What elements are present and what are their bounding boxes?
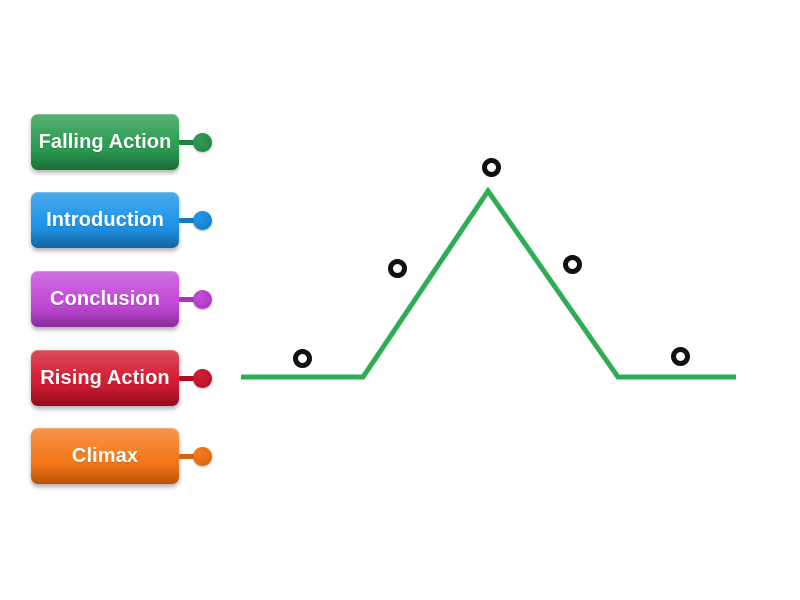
label-chip-text: Rising Action: [40, 367, 170, 389]
target-rising-action[interactable]: [388, 259, 407, 278]
label-chip-connector: [179, 132, 212, 152]
label-chip-text: Climax: [71, 445, 139, 467]
connector-knob-handle[interactable]: [193, 368, 212, 388]
label-chip-body[interactable]: Climax: [31, 428, 179, 484]
label-chip-text: Falling Action: [38, 131, 172, 153]
target-conclusion[interactable]: [671, 347, 690, 366]
target-introduction[interactable]: [293, 349, 312, 368]
connector-knob-handle[interactable]: [193, 132, 212, 152]
connector-stem: [179, 375, 195, 381]
connector-stem: [179, 217, 195, 223]
target-climax[interactable]: [482, 158, 501, 177]
label-chip-rising-action[interactable]: Rising Action: [31, 350, 212, 406]
label-chip-falling-action[interactable]: Falling Action: [31, 114, 212, 170]
connector-knob-handle[interactable]: [193, 210, 212, 230]
label-chip-body[interactable]: Conclusion: [31, 271, 179, 327]
label-chip-connector: [179, 289, 212, 309]
label-chip-body[interactable]: Falling Action: [31, 114, 179, 170]
connector-knob-handle[interactable]: [193, 289, 212, 309]
label-chip-connector: [179, 446, 212, 466]
connector-stem: [179, 139, 195, 145]
label-chip-connector: [179, 210, 212, 230]
connector-knob-handle[interactable]: [193, 446, 212, 466]
label-chip-text: Conclusion: [50, 288, 160, 310]
label-chip-text: Introduction: [46, 209, 164, 231]
connector-stem: [179, 453, 195, 459]
plot-structure-line: [241, 186, 736, 380]
label-chip-conclusion[interactable]: Conclusion: [31, 271, 212, 327]
label-chip-introduction[interactable]: Introduction: [31, 192, 212, 248]
label-chip-body[interactable]: Rising Action: [31, 350, 179, 406]
label-chip-connector: [179, 368, 212, 388]
label-chip-climax[interactable]: Climax: [31, 428, 212, 484]
label-chip-body[interactable]: Introduction: [31, 192, 179, 248]
connector-stem: [179, 296, 195, 302]
target-falling-action[interactable]: [563, 255, 582, 274]
